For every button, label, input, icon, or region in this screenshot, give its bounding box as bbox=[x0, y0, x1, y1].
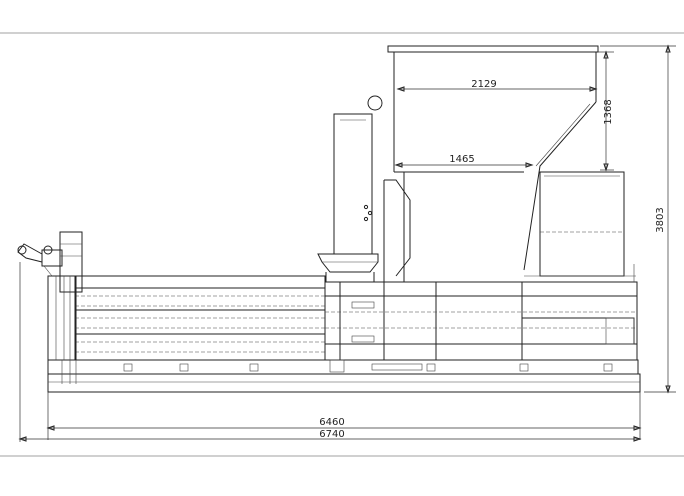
press-chamber bbox=[324, 264, 638, 373]
dimension-hopper-bottom: 1465 bbox=[394, 154, 534, 168]
dimension-hopper-top: 2129 bbox=[396, 79, 598, 92]
hopper bbox=[383, 45, 636, 282]
dimension-hopper-height: 1368 bbox=[598, 50, 614, 172]
dim-6460-label: 6460 bbox=[319, 417, 344, 428]
dim-1465-label: 1465 bbox=[449, 154, 474, 165]
dimension-frame-length: 6460 bbox=[46, 392, 642, 440]
dim-6740-label: 6740 bbox=[319, 429, 344, 440]
feed-chute bbox=[317, 95, 383, 282]
dim-3803-label: 3803 bbox=[655, 207, 666, 232]
dim-1368-label: 1368 bbox=[603, 99, 614, 124]
dim-2129-label: 2129 bbox=[471, 79, 496, 90]
dimension-total-height: 3803 bbox=[600, 44, 676, 394]
cylinder-body bbox=[47, 275, 326, 384]
rear-head bbox=[17, 231, 83, 293]
dimension-total-length: 6740 bbox=[18, 262, 642, 442]
